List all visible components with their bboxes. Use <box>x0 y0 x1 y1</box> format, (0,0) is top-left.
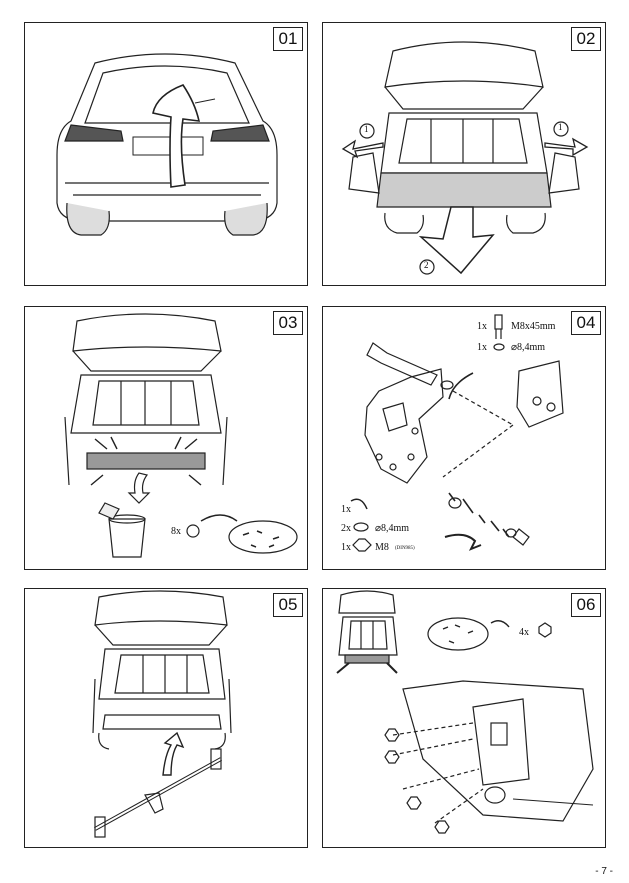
step-panel-05: 05 <box>24 588 308 848</box>
part-qty: 1x <box>477 321 487 332</box>
step-number: 05 <box>273 593 303 617</box>
step-number: 02 <box>571 27 601 51</box>
part-label: ⌀8,4mm <box>511 342 546 353</box>
mount-crossbar-illustration <box>336 590 594 834</box>
step-number: 04 <box>571 311 601 335</box>
part-label: ⌀8,4mm <box>375 523 410 534</box>
step-panel-06: 06 4x <box>322 588 606 848</box>
install-crossbar-illustration <box>92 590 232 838</box>
qty-label: 8x <box>171 526 181 537</box>
step-number: 03 <box>273 311 303 335</box>
remove-bumper-illustration <box>64 313 298 558</box>
step-number: 06 <box>571 593 601 617</box>
callout-1-right: 1 <box>558 122 563 132</box>
step-panel-02: 02 1 1 2 <box>322 22 606 286</box>
part-label: M8 <box>375 542 389 553</box>
part-label: M8x45mm <box>511 321 556 332</box>
part-qty: 1x <box>341 504 351 515</box>
step-panel-01: 01 <box>24 22 308 286</box>
step-number: 01 <box>273 27 303 51</box>
car-open-trunk-illustration <box>341 41 589 275</box>
page-number: - 7 - <box>595 866 613 877</box>
callout-1-left: 1 <box>364 124 369 134</box>
part-qty: 1x <box>341 542 351 553</box>
callout-2: 2 <box>424 260 429 270</box>
part-qty: 1x <box>477 342 487 353</box>
part-note: (DIN985) <box>395 546 415 551</box>
step-panel-03: 03 8x <box>24 306 308 570</box>
part-qty: 2x <box>341 523 351 534</box>
step-panel-04: 04 1x M8x45mm 1x ⌀8,4mm 1x 2x ⌀8,4mm 1x … <box>322 306 606 570</box>
car-rear-illustration <box>56 53 278 236</box>
qty-label: 4x <box>519 627 529 638</box>
bracket-assembly-illustration <box>350 314 564 552</box>
